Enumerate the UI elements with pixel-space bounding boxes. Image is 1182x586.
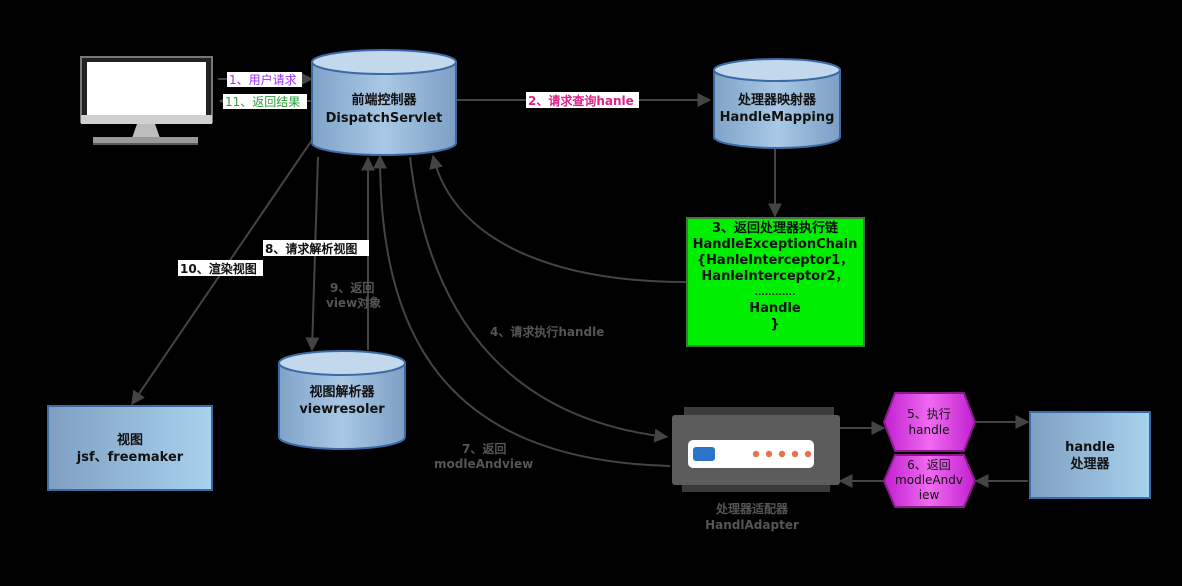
step1-label-bg bbox=[227, 72, 302, 87]
return-mav-line-3: iew bbox=[919, 488, 940, 502]
step10-label: 10、渲染视图 bbox=[180, 261, 257, 276]
chain-line-7: } bbox=[770, 317, 779, 332]
step8-label-bg bbox=[263, 240, 369, 256]
router-device-icon[interactable] bbox=[672, 407, 840, 492]
step7-label-line-1: 7、返回 bbox=[462, 441, 506, 456]
step11-label-bg bbox=[223, 94, 307, 109]
handler-name: 处理器 bbox=[1069, 456, 1110, 472]
step11-label: 11、返回结果 bbox=[225, 95, 300, 109]
exec-handle-line-1: 5、执行 bbox=[907, 407, 951, 421]
step9-label-line-1: 9、返回 bbox=[330, 280, 374, 295]
mapping-name: HandleMapping bbox=[720, 110, 835, 125]
view-box[interactable] bbox=[47, 405, 213, 491]
chain-line-6: Handle bbox=[749, 301, 801, 316]
view-title: 视图 bbox=[117, 432, 143, 448]
arrow-return-chain bbox=[429, 154, 687, 283]
chain-line-1: 3、返回处理器执行链 bbox=[712, 220, 839, 236]
step1-label: 1、用户请求 bbox=[229, 72, 297, 87]
step8-label: 8、请求解析视图 bbox=[265, 241, 357, 256]
step2-label: 2、请求查询hanle bbox=[528, 93, 634, 108]
arrow-exec-handle bbox=[409, 156, 669, 443]
chain-line-2: HandleExceptionChain bbox=[693, 237, 858, 252]
handler-title: handle bbox=[1065, 440, 1115, 455]
connectors bbox=[131, 72, 1030, 488]
chain-line-4: HanleInterceptor2， bbox=[701, 269, 848, 284]
computer-monitor-icon bbox=[80, 56, 213, 145]
adapter-title: 处理器适配器 bbox=[715, 501, 789, 516]
step7-label-line-2: modleAndview bbox=[434, 457, 533, 471]
arrow-return-mav bbox=[373, 154, 671, 467]
handler-box[interactable] bbox=[1029, 411, 1151, 499]
dispatcher-name: DispatchServlet bbox=[326, 111, 443, 126]
view-name: jsf、freemaker bbox=[76, 450, 184, 465]
exec-handle-line-2: handle bbox=[909, 423, 950, 437]
execute-handle-hexagon[interactable] bbox=[882, 392, 977, 452]
adapter-name: HandlAdapter bbox=[705, 518, 799, 532]
view-resolver-cylinder[interactable] bbox=[278, 350, 406, 450]
return-mav-line-1: 6、返回 bbox=[907, 458, 951, 472]
dispatcher-servlet-cylinder[interactable] bbox=[311, 49, 457, 156]
resolver-title: 视图解析器 bbox=[309, 384, 375, 400]
return-modelandview-hexagon[interactable] bbox=[882, 454, 977, 508]
chain-line-5: ............ bbox=[754, 288, 795, 298]
step4-label: 4、请求执行handle bbox=[490, 324, 604, 339]
return-mav-line-2: modleAndv bbox=[895, 473, 963, 487]
step2-label-bg bbox=[526, 92, 639, 108]
resolver-name: viewresoler bbox=[299, 402, 385, 417]
step10-label-bg bbox=[178, 260, 263, 276]
handler-execution-chain-box[interactable] bbox=[686, 217, 865, 347]
dispatcher-title: 前端控制器 bbox=[351, 92, 417, 108]
handler-mapping-cylinder[interactable] bbox=[713, 58, 841, 149]
chain-line-3: {HanleInterceptor1， bbox=[697, 253, 853, 268]
step9-label-line-2: view对象 bbox=[326, 295, 381, 310]
mapping-title: 处理器映射器 bbox=[737, 92, 817, 108]
